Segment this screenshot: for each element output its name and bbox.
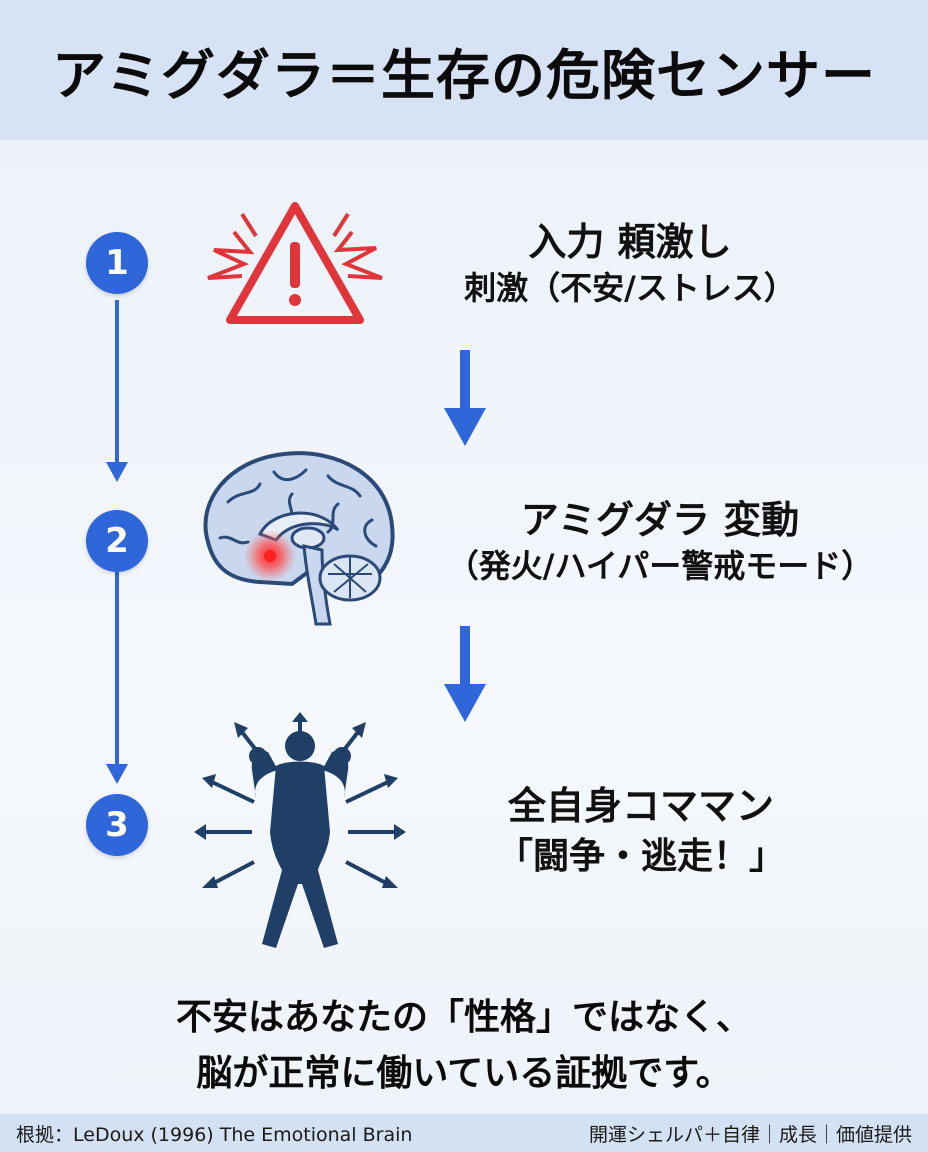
page-title: アミグダラ＝生存の危険センサー	[52, 43, 876, 107]
step-1-heading: 入力 頼激し	[528, 220, 732, 264]
credit-text: 開運シェルパ＋自律｜成長｜価値提供	[588, 1123, 912, 1146]
main-content: 1 2 3 入力 頼激し 刺激（不安/ストレス）	[0, 140, 928, 1114]
conclusion-line-2: 脳が正常に働いている証拠です。	[196, 1053, 732, 1094]
conclusion-text: 不安はあなたの「性格」ではなく、 脳が正常に働いている証拠です。	[0, 990, 928, 1102]
step-3-heading: 全自身コママン	[507, 784, 774, 828]
step-3-badge: 3	[86, 794, 148, 856]
fight-or-flight-figure-icon	[194, 712, 406, 948]
step-1-subtext: 刺激（不安/ストレス）	[464, 269, 796, 307]
brain-amygdala-icon	[203, 451, 395, 626]
step-2-text: アミグダラ 変動 （発火/ハイパー警戒モード）	[420, 496, 900, 588]
step-2-badge: 2	[86, 510, 148, 572]
step-1-text: 入力 頼激し 刺激（不安/ストレス）	[430, 218, 830, 310]
step-3-subtext: 「闘争・逃走！」	[496, 836, 785, 877]
footer-bar: 根拠：LeDoux (1996) The Emotional Brain 開運シ…	[0, 1114, 928, 1152]
step-1-badge: 1	[86, 232, 148, 294]
timeline-connector	[106, 300, 128, 784]
header-banner: アミグダラ＝生存の危険センサー	[0, 0, 928, 140]
down-arrow-icon	[444, 626, 486, 722]
step-3-text: 全自身コママン 「闘争・逃走！」	[456, 782, 826, 884]
source-citation: 根拠：LeDoux (1996) The Emotional Brain	[16, 1123, 413, 1146]
step-2-heading: アミグダラ 変動	[520, 498, 800, 542]
step-2-subtext: （発火/ハイパー警戒モード）	[446, 547, 874, 585]
warning-triangle-icon	[207, 202, 383, 324]
conclusion-line-1: 不安はあなたの「性格」ではなく、	[175, 997, 752, 1038]
down-arrow-icon	[444, 350, 486, 446]
